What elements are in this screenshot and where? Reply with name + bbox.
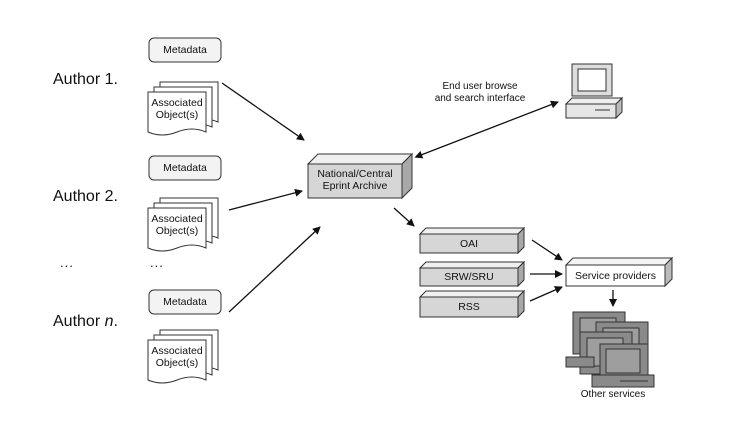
- ellipsis-left: ...: [60, 255, 74, 270]
- objects-label-1: Associated Object(s): [151, 97, 203, 121]
- author-1-group: [147, 37, 222, 136]
- metadata-box-n: [148, 289, 222, 315]
- metadata-label-n: Metadata: [163, 296, 207, 308]
- objects-label-n: Associated Object(s): [151, 345, 203, 369]
- service-providers-label: Service providers: [574, 270, 657, 282]
- arrow-author1-to-archive: [221, 82, 305, 141]
- author-n-italic: n: [104, 313, 114, 330]
- author-n-suffix: .: [113, 313, 118, 330]
- oai-label: OAI: [459, 238, 479, 250]
- computer-icon: [564, 63, 624, 120]
- srw-sru-label: SRW/SRU: [444, 271, 494, 283]
- interface-label: End user browse and search interface: [434, 81, 526, 104]
- arrow-rss-to-providers: [529, 286, 563, 302]
- other-services-computers-icon: [565, 311, 655, 388]
- ellipsis-mid: ...: [150, 255, 164, 270]
- metadata-label-1: Metadata: [163, 44, 207, 56]
- arrow-archive-to-protocols: [393, 207, 415, 227]
- author-n-label: Author n.: [53, 313, 118, 331]
- other-services-label: Other services: [580, 389, 646, 400]
- objects-stack-1: [147, 81, 219, 136]
- srw-sru-box: [418, 260, 526, 288]
- archive-label: National/Central Eprint Archive: [317, 168, 393, 192]
- author-n-group: [147, 289, 222, 384]
- rss-label: RSS: [458, 301, 480, 313]
- metadata-box-2: [148, 155, 222, 181]
- arrow-archive-interface: [414, 100, 559, 159]
- author-2-label: Author 2.: [53, 188, 118, 205]
- arrow-author2-to-archive: [228, 188, 303, 211]
- arrows: [221, 82, 617, 313]
- metadata-label-2: Metadata: [163, 162, 207, 174]
- arrow-oai-to-providers: [531, 239, 563, 261]
- objects-stack-n: [147, 329, 219, 384]
- author-1-label: Author 1.: [53, 71, 118, 88]
- archive-box: [306, 152, 414, 200]
- objects-label-2: Associated Object(s): [151, 213, 203, 237]
- author-2-group: [147, 155, 222, 252]
- arrow-authorn-to-archive: [228, 226, 321, 313]
- metadata-box-1: [148, 37, 222, 63]
- objects-stack-2: [147, 197, 219, 252]
- rss-box: [418, 289, 526, 319]
- service-providers-box: [564, 256, 674, 288]
- author-n-prefix: Author: [53, 313, 105, 330]
- oai-box: [418, 226, 526, 255]
